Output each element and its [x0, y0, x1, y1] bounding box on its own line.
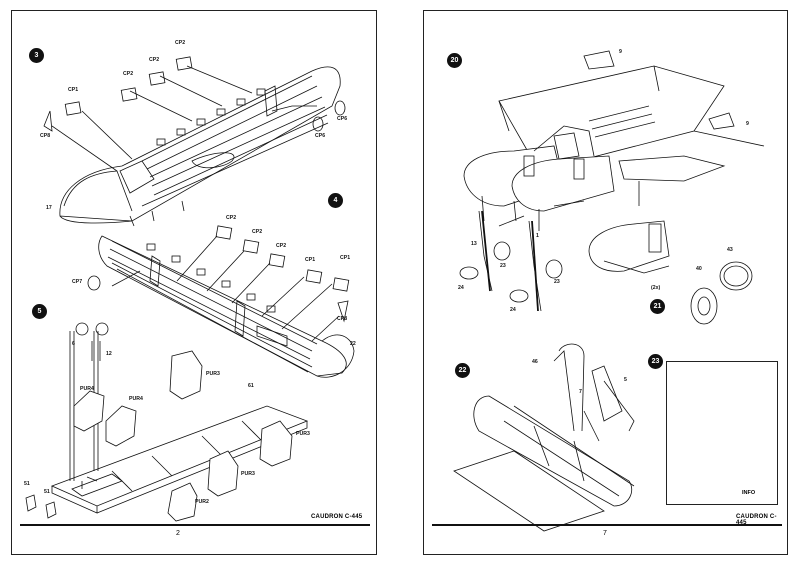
info-detail-box: INFO — [666, 361, 778, 505]
part-label: 17 — [46, 205, 52, 211]
info-label: INFO — [742, 490, 756, 496]
part-label: CP2 — [226, 215, 237, 221]
part-label: 40 — [696, 266, 702, 272]
part-label: 51 — [24, 481, 30, 487]
part-label: 5 — [624, 377, 627, 383]
part-label: PUR4 — [80, 386, 94, 392]
part-label: PUR3 — [296, 431, 310, 437]
wheel-assembly-drawing — [690, 261, 753, 325]
quantity-label: (2x) — [651, 285, 661, 291]
part-label: 9 — [619, 49, 622, 55]
step-3-marker: 3 — [29, 48, 44, 63]
step-22-marker: 22 — [455, 363, 470, 378]
part-label: PUR4 — [129, 396, 143, 402]
part-label: CP1 — [68, 87, 79, 93]
step-20-marker: 20 — [447, 53, 462, 68]
part-label: 24 — [510, 307, 516, 313]
part-label: 7 — [579, 389, 582, 395]
part-label: CP1 — [305, 257, 316, 263]
step-23-marker: 23 — [648, 354, 663, 369]
center-section-drawing — [463, 50, 765, 212]
footer-title: CAUDRON C-445 — [311, 514, 363, 520]
part-label: 6 — [72, 341, 75, 347]
part-label: 23 — [554, 279, 560, 285]
fuselage-left-half-drawing — [59, 66, 341, 227]
footer-title: CAUDRON C-445 — [736, 514, 777, 526]
page-number: 7 — [603, 530, 607, 537]
part-label: 61 — [248, 383, 254, 389]
part-label: CP7 — [72, 279, 83, 285]
part-label: CP8 — [40, 133, 51, 139]
part-label: CP6 — [337, 116, 348, 122]
part-label: 23 — [500, 263, 506, 269]
part-label: CP8 — [337, 316, 348, 322]
left-instruction-page: 3 4 5 CP2 CP2 CP2 CP1 CP8 CP6 CP6 17 CP2… — [11, 10, 377, 555]
part-label: 12 — [106, 351, 112, 357]
fuselage-assembly-drawing — [453, 343, 635, 532]
right-assembly-illustrations — [453, 50, 765, 532]
part-label: 22 — [350, 341, 356, 347]
right-instruction-page: 20 21 22 23 9 9 13 23 1 23 24 24 43 40 (… — [423, 10, 788, 555]
part-label: 51 — [44, 489, 50, 495]
part-label: PUR3 — [206, 371, 220, 377]
part-label: 46 — [532, 359, 538, 365]
part-label: CP6 — [315, 133, 326, 139]
part-label: CP1 — [340, 255, 351, 261]
part-label: CP2 — [123, 71, 134, 77]
part-label: 43 — [727, 247, 733, 253]
part-label: 24 — [458, 285, 464, 291]
step-21-marker: 21 — [650, 299, 665, 314]
part-label: 1 — [536, 233, 539, 239]
part-label: CP2 — [175, 40, 186, 46]
part-label: 13 — [471, 241, 477, 247]
part-label: PUR2 — [195, 499, 209, 505]
fuselage-right-half-drawing — [98, 235, 355, 378]
page-number: 2 — [176, 530, 180, 537]
footer-rule — [432, 524, 782, 526]
cabin-floor-drawing — [50, 405, 309, 514]
part-label: 9 — [746, 121, 749, 127]
part-label: PUR3 — [241, 471, 255, 477]
part-label: CP2 — [149, 57, 160, 63]
step-4-marker: 4 — [328, 193, 343, 208]
footer-rule — [20, 524, 370, 526]
left-assembly-illustrations — [25, 56, 355, 522]
part-label: CP2 — [276, 243, 287, 249]
engine-nacelle-drawing — [588, 220, 670, 274]
step-5-marker: 5 — [32, 304, 47, 319]
part-label: CP2 — [252, 229, 263, 235]
